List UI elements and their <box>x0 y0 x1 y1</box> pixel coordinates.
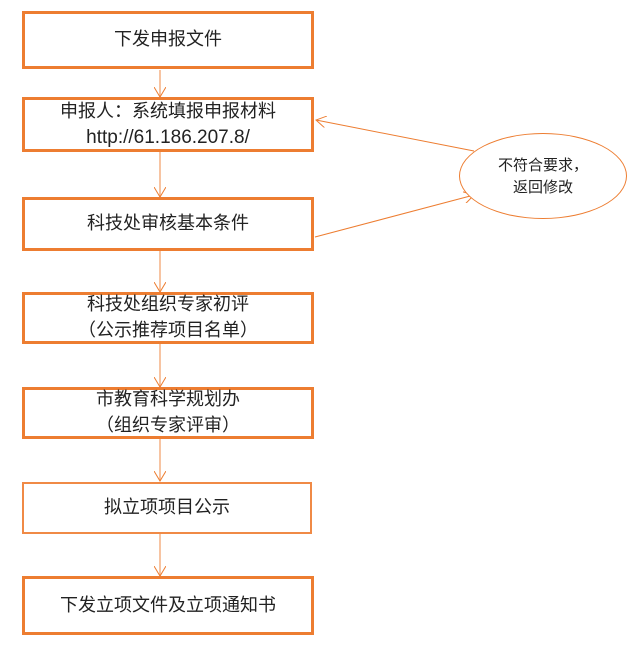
step-label: 科技处组织专家初评 <box>87 294 249 315</box>
arrow-review-to-reject <box>314 195 474 238</box>
step-sublabel: （组织专家评审） <box>96 415 240 436</box>
step-label: 拟立项项目公示 <box>104 497 230 518</box>
submission-url: http://61.186.207.8/ <box>86 126 250 148</box>
step-label: 市教育科学规划办 <box>96 389 240 410</box>
step-issue-approval: 下发立项文件及立项通知书 <box>22 576 314 635</box>
step-basic-review: 科技处审核基本条件 <box>22 197 314 251</box>
reject-sublabel: 返回修改 <box>512 178 573 196</box>
step-label: 下发立项文件及立项通知书 <box>60 594 276 616</box>
arrow-reject-to-apply <box>316 120 475 152</box>
step-applicant-submit: 申报人：系统填报申报材料 http://61.186.207.8/ <box>22 97 314 152</box>
reject-label: 不符合要求， <box>497 156 588 174</box>
step-sublabel: （公示推荐项目名单） <box>78 320 258 341</box>
step-label: 下发申报文件 <box>114 29 222 50</box>
step-expert-review: 市教育科学规划办 （组织专家评审） <box>22 387 314 439</box>
step-label: 申报人：系统填报申报材料 <box>60 100 276 122</box>
step-preliminary-review: 科技处组织专家初评 （公示推荐项目名单） <box>22 292 314 344</box>
step-issue-application-notice: 下发申报文件 <box>22 11 314 69</box>
step-publicity: 拟立项项目公示 <box>22 482 312 534</box>
step-label: 科技处审核基本条件 <box>87 213 249 234</box>
reject-node: 不符合要求， 返回修改 <box>459 133 627 219</box>
